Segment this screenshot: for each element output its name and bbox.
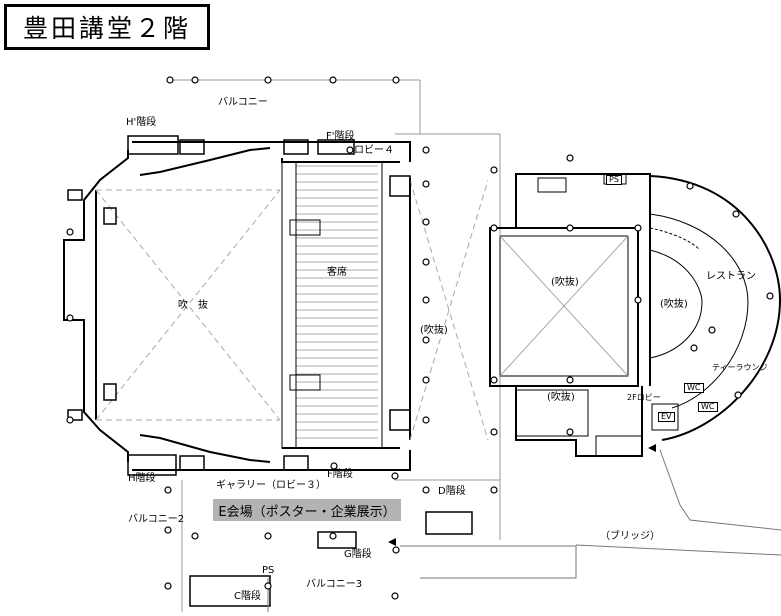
- seating-area: [281, 161, 383, 449]
- restaurant-label: レストラン: [706, 271, 756, 282]
- ev-label: EV: [658, 412, 675, 422]
- g-stairs-label: G階段: [344, 549, 372, 560]
- bridge-lines: [267, 449, 781, 612]
- balcony2-label: バルコニー2: [128, 514, 185, 525]
- right-building: [489, 173, 679, 457]
- wc-label-2: WC: [698, 402, 718, 412]
- lobby-2f-label: 2Fロビー: [627, 393, 661, 402]
- columns: [66, 76, 774, 600]
- tea-lounge-label: ティーラウンジ: [712, 363, 768, 372]
- restaurant-walls: [649, 175, 781, 441]
- main-atrium-label: 吹 抜: [178, 300, 208, 311]
- ps-label: PS: [262, 565, 275, 576]
- h-prime-stairs-label: H'階段: [126, 117, 157, 128]
- square-atrium-label: (吹抜): [551, 277, 579, 288]
- seats-label: 客席: [327, 267, 347, 278]
- page-title: 豊田講堂２階: [4, 4, 210, 50]
- f-stairs-label: F階段: [327, 469, 353, 480]
- stair-blocks: [67, 135, 473, 607]
- balcony-label: バルコニー: [218, 97, 268, 108]
- round-atrium-label: (吹抜): [660, 299, 688, 310]
- g-stairs-arrow-icon: [388, 538, 396, 546]
- bridge-label: （ブリッジ）: [600, 531, 660, 542]
- lobby4-label: ロビー４: [354, 145, 394, 156]
- lobby-entrance-arrow-icon: [648, 444, 656, 452]
- d-stairs-label: D階段: [438, 486, 466, 497]
- atrium-diagonals: [95, 179, 489, 441]
- c-stairs-label: C階段: [234, 591, 261, 602]
- lower-atrium-label: (吹抜): [547, 392, 575, 403]
- middle-atrium-label: (吹抜): [420, 325, 448, 336]
- e-venue-label: E会場（ポスター・企業展示）: [213, 499, 401, 521]
- wc-label-1: WC: [684, 383, 704, 393]
- gallery-label: ギャラリー（ロビー３）: [216, 480, 326, 491]
- ps-box-label: PS: [606, 175, 622, 185]
- h-stairs-label: H階段: [128, 473, 156, 484]
- f-prime-stairs-label: F'階段: [326, 131, 355, 142]
- balcony3-label: バルコニー3: [306, 579, 363, 590]
